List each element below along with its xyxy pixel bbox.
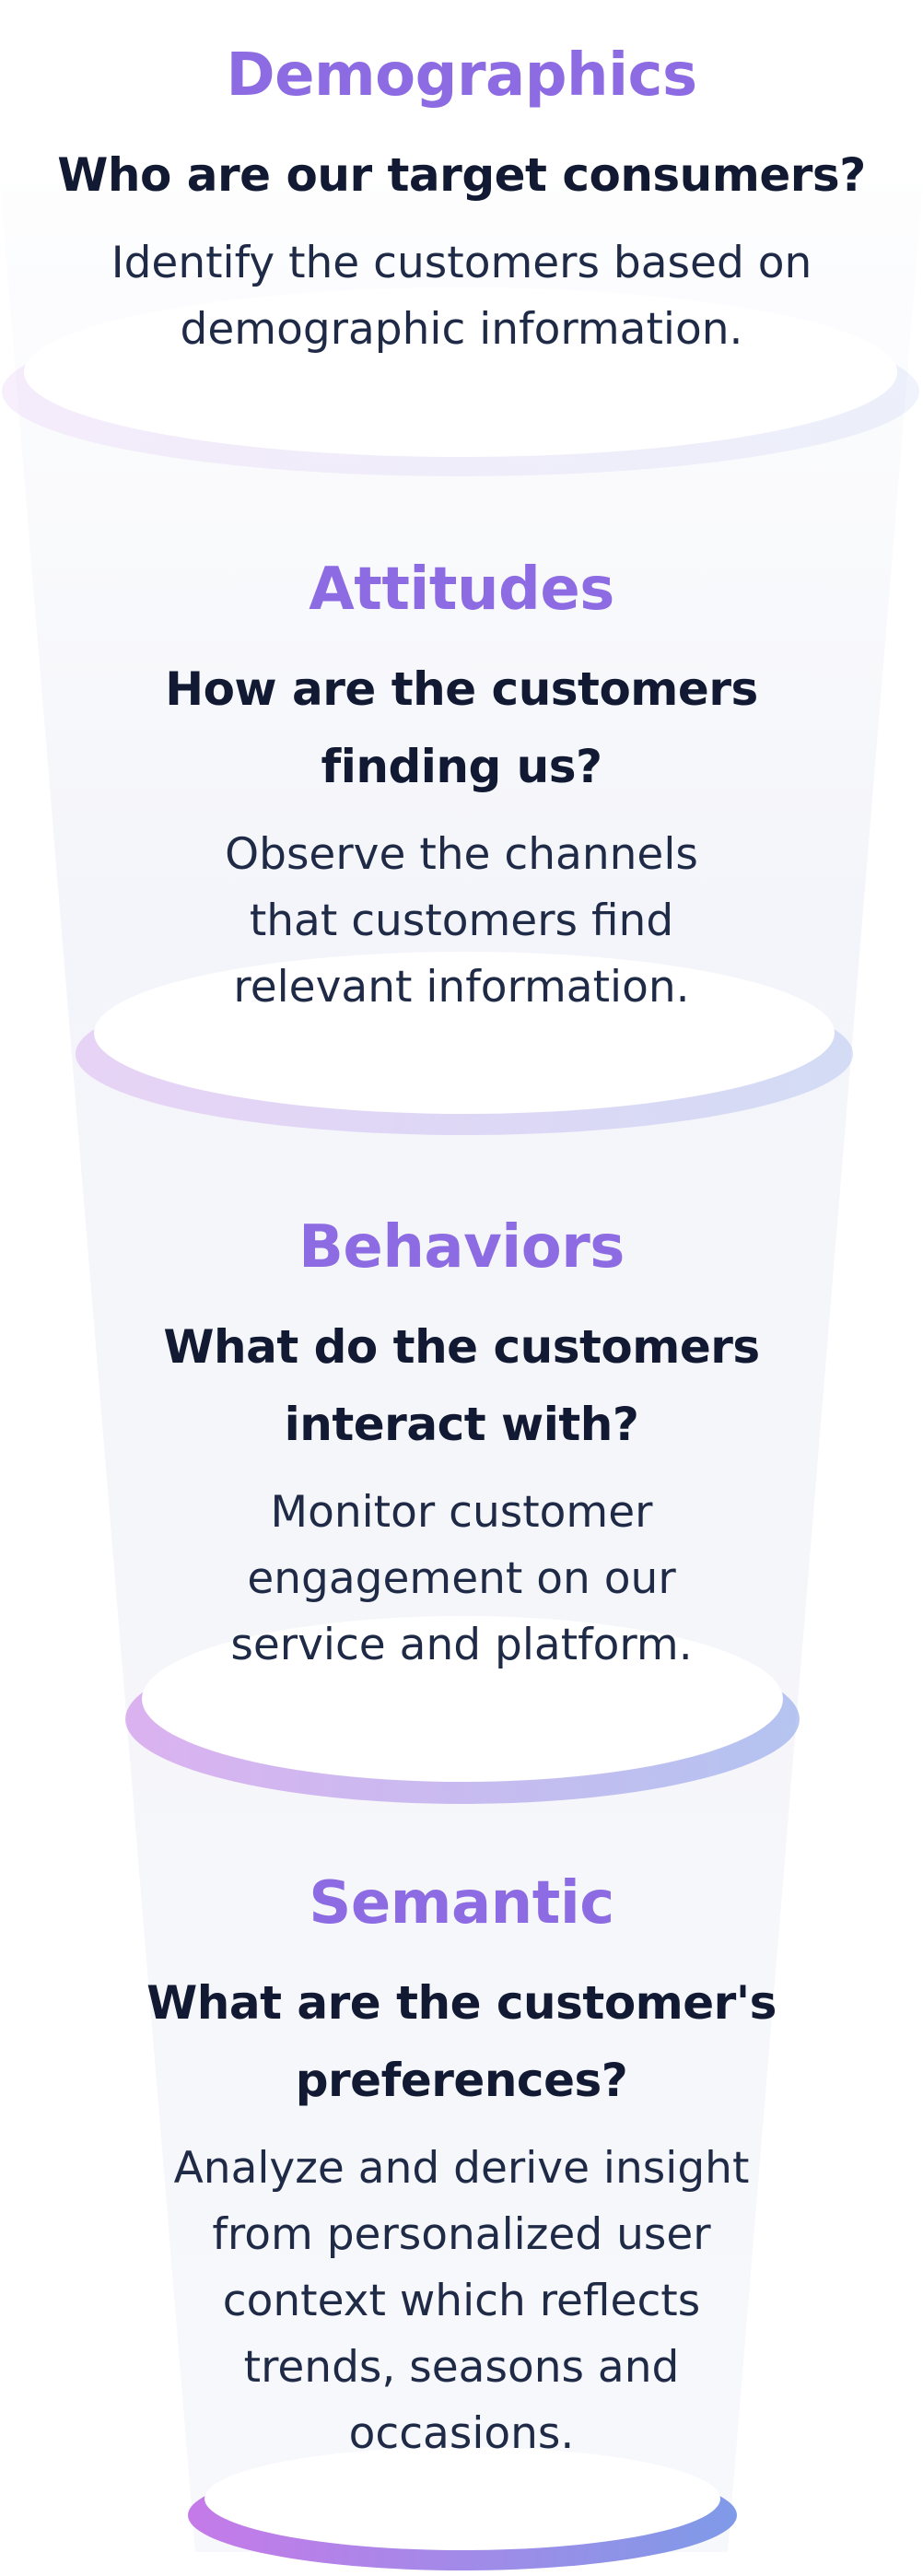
funnel-stage-behaviors: Behaviors What do the customers interact… xyxy=(0,1209,923,1679)
funnel-ring-2 xyxy=(125,1616,800,1804)
funnel-ring-0 xyxy=(2,287,919,476)
stage-question: What do the customers interact with? xyxy=(163,1320,760,1451)
stage-question: What are the customer's preferences? xyxy=(146,1976,777,2107)
funnel-stage-attitudes: Attitudes How are the customers finding … xyxy=(0,551,923,1021)
stage-description: Identify the customers based on demograp… xyxy=(111,238,812,355)
stage-title: Attitudes xyxy=(309,556,614,624)
funnel-ring-1 xyxy=(76,952,853,1135)
stage-question: How are the customers finding us? xyxy=(165,662,758,793)
stage-description: Observe the channels that customers find… xyxy=(225,829,698,1013)
stage-title: Behaviors xyxy=(298,1213,625,1282)
funnel-stage-semantic: Semantic What are the customer's prefere… xyxy=(0,1865,923,2467)
stage-question: Who are our target consumers? xyxy=(57,148,866,202)
stage-description: Analyze and derive insight from personal… xyxy=(173,2143,750,2459)
stage-title: Semantic xyxy=(309,1869,614,1938)
funnel-ring-3 xyxy=(188,2447,737,2570)
funnel-stage-demographics: Demographics Who are our target consumer… xyxy=(0,37,923,363)
stage-title: Demographics xyxy=(226,41,697,110)
stage-description: Monitor customer engagement on our servi… xyxy=(230,1487,693,1670)
funnel-body xyxy=(0,184,923,2552)
